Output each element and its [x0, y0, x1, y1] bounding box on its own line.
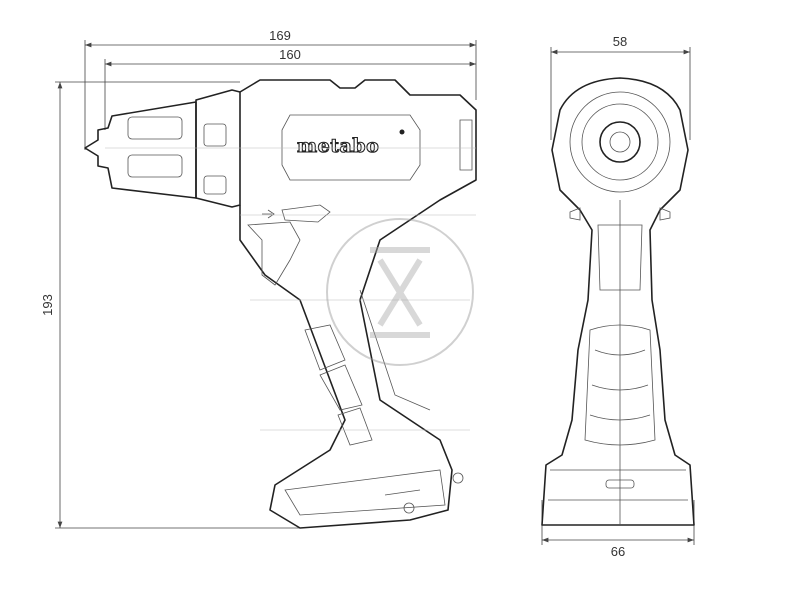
drill-side-view: metabo [84, 79, 477, 529]
dimension-label-160: 160 [279, 47, 301, 62]
dimension-label-193: 193 [40, 294, 55, 316]
dimension-193: 193 [40, 81, 300, 529]
dimension-160: 160 [104, 47, 476, 130]
dimension-label-58: 58 [613, 34, 627, 49]
dimension-label-66: 66 [611, 544, 625, 559]
watermark-emblem [326, 218, 474, 366]
dimension-169: 169 [84, 28, 477, 150]
metabo-logo: metabo [297, 135, 379, 157]
dimension-66: 66 [541, 500, 695, 559]
drill-front-view [541, 77, 695, 526]
dimension-58: 58 [550, 34, 691, 140]
dimension-label-169: 169 [269, 28, 291, 43]
